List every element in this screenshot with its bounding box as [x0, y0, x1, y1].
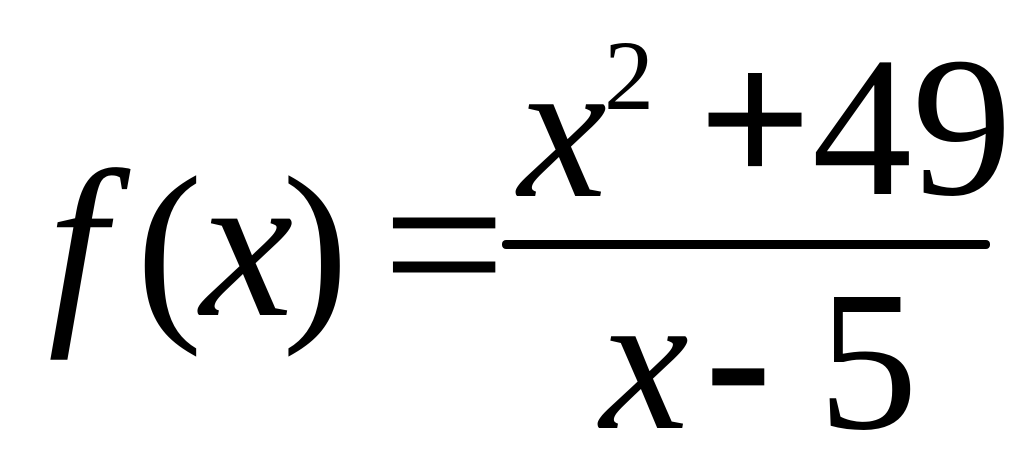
function-argument: x: [200, 129, 294, 361]
function-name: f: [48, 129, 107, 361]
equals-sign: =: [382, 122, 507, 366]
numerator-variable: x: [518, 19, 607, 240]
formula: f ( x ) = x 2 + 49 x - 5: [48, 9, 1012, 462]
numerator-exponent: 2: [604, 20, 654, 131]
denominator-variable: x: [600, 251, 689, 472]
close-paren: ): [282, 137, 349, 358]
fraction-bar: [502, 240, 990, 249]
numerator-operator: +: [698, 9, 812, 230]
denominator-constant: 5: [818, 251, 918, 472]
denominator-operator: -: [705, 247, 772, 468]
open-paren: (: [136, 137, 203, 358]
numerator-constant: 49: [812, 17, 1012, 238]
